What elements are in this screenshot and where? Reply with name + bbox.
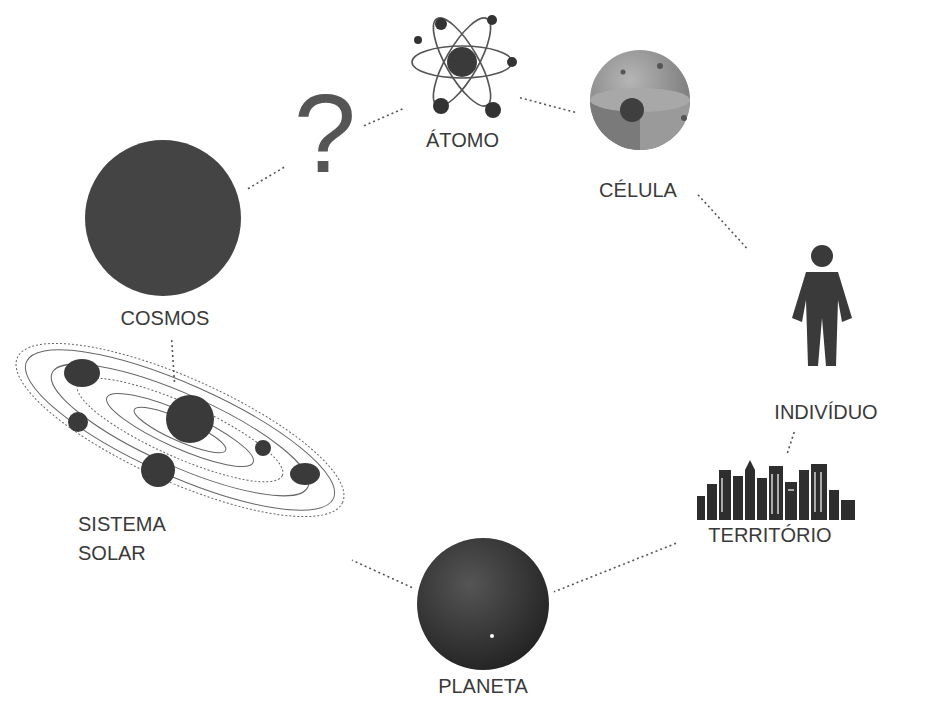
atom-icon <box>412 11 512 114</box>
dotted-connector <box>172 338 175 382</box>
city-windows <box>722 472 821 514</box>
atom-particles <box>414 15 517 118</box>
cycle-node: TERRITÓRIO <box>676 455 864 557</box>
node-label: ÁTOMO <box>405 126 520 155</box>
question-mark: ? <box>286 78 364 190</box>
dotted-connector <box>364 108 405 126</box>
person-icon <box>792 245 852 366</box>
cycle-node: CÉLULA <box>578 46 698 212</box>
cycle-node: ? <box>286 84 364 202</box>
cycle-node: INDIVÍDUO <box>748 238 904 432</box>
node-label: SISTEMA SOLAR <box>78 510 198 568</box>
node-label: COSMOS <box>82 304 248 333</box>
cycle-node: PLANETA <box>412 536 554 704</box>
planets <box>64 359 320 487</box>
cosmos-icon <box>85 140 241 296</box>
dotted-connector <box>698 195 748 250</box>
planet-icon <box>417 538 549 670</box>
dotted-connector <box>248 166 286 189</box>
cycle-node: SISTEMA SOLAR <box>10 382 352 582</box>
node-label: CÉLULA <box>578 176 698 205</box>
node-label: INDIVÍDUO <box>748 398 904 427</box>
dotted-connector <box>520 98 578 113</box>
cycle-node: COSMOS <box>82 138 248 338</box>
dotted-connector <box>352 560 412 587</box>
node-label: TERRITÓRIO <box>676 521 864 550</box>
city-icon <box>697 460 855 520</box>
node-label: PLANETA <box>412 672 554 701</box>
dotted-connector <box>554 543 676 591</box>
planet-spot <box>490 634 494 638</box>
orbit-lines <box>0 310 364 550</box>
cycle-node: ÁTOMO <box>405 8 520 157</box>
dotted-connector <box>787 432 795 455</box>
cell-icon <box>590 50 690 150</box>
